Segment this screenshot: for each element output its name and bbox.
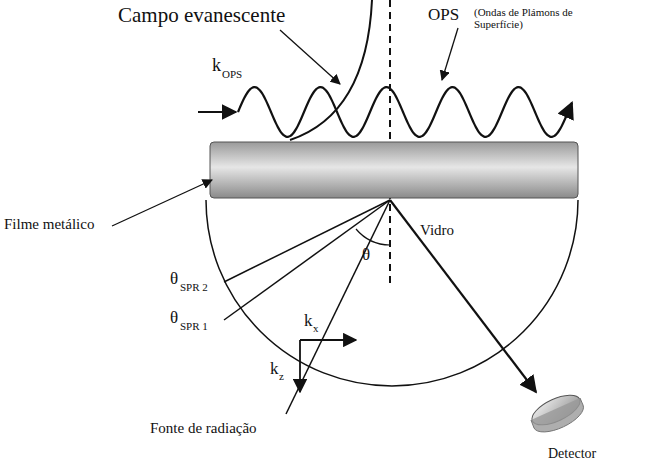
angle-label: θ [362,246,370,265]
axis-label: k [304,312,313,331]
spr2-ray [224,200,390,282]
reflected-ray [390,200,536,392]
wavevector-label: k [212,56,221,76]
subscript-label: SPR 1 [180,320,208,332]
source-ray [286,200,390,414]
spr1-ray [224,200,390,320]
subscript-label: x [313,322,319,334]
glass-prism [206,200,578,386]
angle-label: θ [170,270,178,289]
subscript-label: z [279,370,284,382]
subscript-label: OPS [222,68,242,80]
leader-arrow [112,180,212,226]
angle-arc [356,229,390,245]
plasmon-wave [238,87,572,137]
note-label: (Ondas de Plámons de Superfície) [474,6,586,30]
source-label: Fonte de radiação [150,420,257,437]
axis-label: k [270,360,279,379]
field-label: Campo evanescente [118,4,285,27]
leader-arrow [280,30,340,84]
evanescent-curve [290,0,372,140]
wave-label: OPS [428,6,459,25]
detector-label: Detector [548,446,596,461]
angle-label: θ [170,309,178,328]
part-label: Filme metálico [4,216,94,233]
leader-arrow [442,28,458,80]
kx-arrow [300,339,356,341]
subscript-label: SPR 2 [180,281,208,293]
detector-symbol [528,389,584,432]
kz-arrow [299,340,301,392]
kops-arrow [198,111,236,113]
metal-film [210,142,578,198]
part-label: Vidro [420,222,454,239]
